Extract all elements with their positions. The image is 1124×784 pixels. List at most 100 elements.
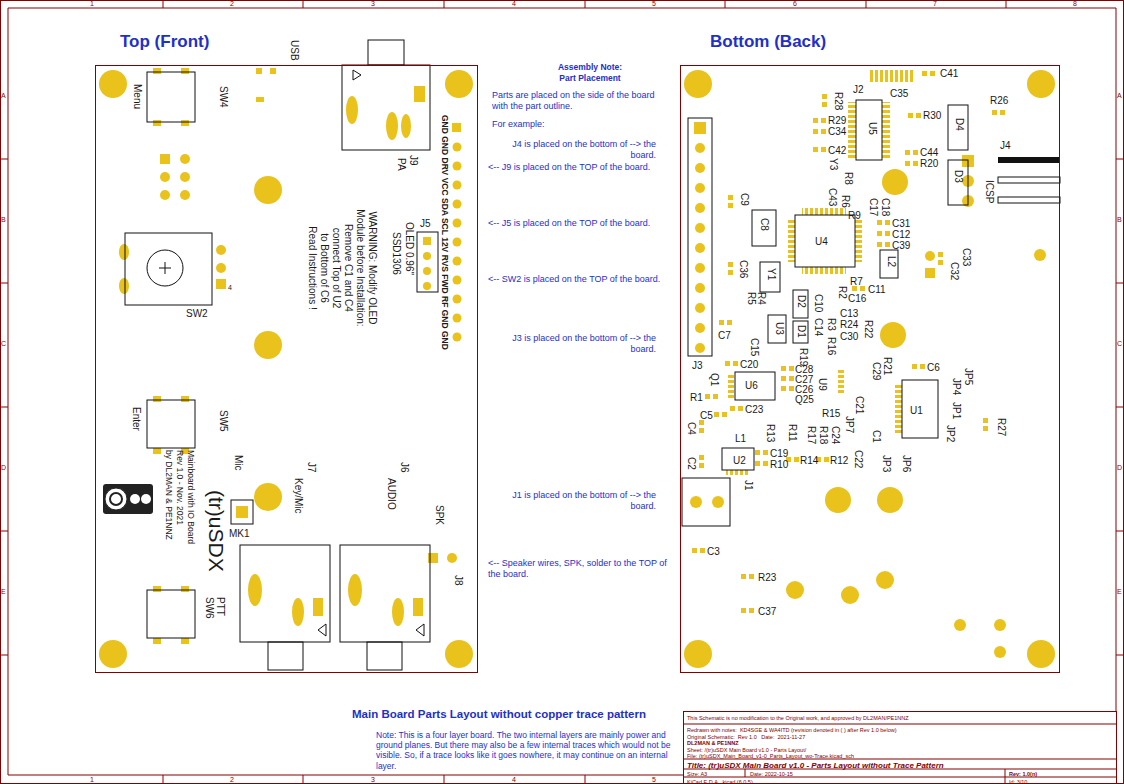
assembly-note: <-- Speaker wires, SPK, solder to the TO… xyxy=(488,558,673,580)
assembly-note: For example: xyxy=(492,119,545,130)
part-label: R22 xyxy=(862,320,874,338)
part-label: C44 xyxy=(920,147,938,159)
part-label: C29 xyxy=(870,362,882,380)
sheet-title: Main Board Parts Layout without copper t… xyxy=(352,708,646,722)
part-label: C8 xyxy=(758,218,770,231)
part-label: J2 xyxy=(853,84,864,96)
part-label: R19 xyxy=(797,348,809,366)
part-label: R4 xyxy=(755,292,767,305)
part-label: JP5 xyxy=(962,368,974,385)
assembly-note: <-- SW2 is placed on the TOP of the boar… xyxy=(488,274,666,285)
part-label: C10 xyxy=(812,294,824,312)
silkscreen-text: J5 xyxy=(420,218,431,230)
silkscreen-text: SW4 xyxy=(217,86,229,108)
silkscreen-text: Module before Installation: xyxy=(354,188,366,348)
part-label: C18 xyxy=(879,198,891,216)
zone-marker: B xyxy=(1,216,6,224)
part-label: JP2 xyxy=(944,425,956,442)
silkscreen-text: by DL2MAN & PE1NNZ xyxy=(164,450,174,540)
part-label: U2 xyxy=(733,455,746,467)
part-label: C34 xyxy=(828,126,846,138)
part-label: R8 xyxy=(842,172,854,185)
part-label: L2 xyxy=(885,256,897,267)
title-block-text: File: (tr)uSDX_Main_Board_v1-0_Parts_Lay… xyxy=(687,753,854,760)
part-label: R23 xyxy=(758,572,776,584)
part-label: R17 xyxy=(805,426,817,444)
part-label: R20 xyxy=(920,158,938,170)
part-label: R14 xyxy=(800,455,818,467)
part-label: Q25 xyxy=(795,394,814,406)
silkscreen-text: Rev 1.0 - Nov. 2021 xyxy=(175,450,185,525)
silkscreen-text: (tr)uSDX xyxy=(204,490,229,572)
part-label: C17 xyxy=(867,198,879,216)
part-label: U9 xyxy=(816,378,828,391)
silkscreen-text: Mic xyxy=(232,455,244,471)
title-block-text: DL2MAN & PE1NNZ xyxy=(687,740,739,747)
zone-marker: 2 xyxy=(230,776,234,784)
zone-marker: A xyxy=(1117,92,1122,100)
part-label: C31 xyxy=(892,218,910,230)
silkscreen-text: 4 xyxy=(228,284,232,292)
part-label: C43 xyxy=(826,188,838,206)
silkscreen-text: MK1 xyxy=(229,528,250,540)
silkscreen-text: AUDIO xyxy=(385,478,397,510)
silkscreen-text: J7 xyxy=(305,462,317,473)
silkscreen-text: USB xyxy=(288,40,300,61)
title-block-text: Title: (tr)uSDX Main Board v1.0 - Parts … xyxy=(687,761,944,771)
part-label: R13 xyxy=(764,424,776,442)
silkscreen-text: PA xyxy=(395,158,407,171)
title-block: This Schematic is no modification to the… xyxy=(683,711,1117,784)
silkscreen-text: to Bottom of C6 xyxy=(318,188,330,348)
silkscreen-text: SW6 xyxy=(203,597,215,619)
silkscreen-text: J6 xyxy=(398,462,410,473)
part-label: C3 xyxy=(707,546,720,558)
zone-marker: 1 xyxy=(90,776,94,784)
title-block-text: Rev: 1.0(n) xyxy=(1009,771,1037,778)
part-label: C32 xyxy=(948,262,960,280)
silkscreen-text: SPK xyxy=(433,505,445,525)
part-label: R10 xyxy=(770,459,788,471)
part-label: R27 xyxy=(995,418,1007,436)
title-block-text: Id: 3/10 xyxy=(1009,779,1027,784)
part-label: C23 xyxy=(745,404,763,416)
zone-marker: 7 xyxy=(933,0,937,8)
part-label: R24 xyxy=(840,319,858,331)
part-label: C7 xyxy=(718,330,731,342)
part-label: C1 xyxy=(870,430,882,443)
part-label: JP7 xyxy=(843,416,855,433)
part-label: U6 xyxy=(745,380,758,392)
part-label: C33 xyxy=(960,248,972,266)
part-label: R9 xyxy=(848,210,861,222)
zone-marker: 1 xyxy=(90,0,94,8)
part-label: D1 xyxy=(795,325,807,338)
title-block-text: This Schematic is no modification to the… xyxy=(687,715,909,722)
part-label: C30 xyxy=(840,331,858,343)
part-label: JP1 xyxy=(950,402,962,419)
zone-marker: B xyxy=(1117,216,1122,224)
zone-marker: 6 xyxy=(793,0,797,8)
title-block-text: Redrawn with notes: KD4SGE & WA4ITD (rev… xyxy=(687,727,897,734)
silkscreen-text: J8 xyxy=(452,575,464,586)
part-label: C9 xyxy=(738,193,750,206)
silkscreen-text: WARNING: Modify OLED xyxy=(366,188,378,348)
zone-marker: 5 xyxy=(652,776,656,784)
board-outline: Bottom (Back) xyxy=(680,65,1060,673)
part-label: C36 xyxy=(737,260,749,278)
part-label: C42 xyxy=(828,145,846,157)
zone-marker: 4 xyxy=(512,0,516,8)
part-label: R28 xyxy=(832,92,844,110)
part-label: R26 xyxy=(990,95,1008,107)
part-label: C5 xyxy=(700,410,713,422)
header-pin xyxy=(998,157,1060,163)
part-label: Q1 xyxy=(708,373,720,386)
sheet-note: Note: This is a four layer board. The tw… xyxy=(376,730,681,771)
silkscreen-text: OLED 0.96" xyxy=(403,222,415,275)
top-pads xyxy=(99,68,473,668)
title-block-text: KiCad E.D.A. kicad (6.0.5) xyxy=(687,779,753,784)
part-label: Y1 xyxy=(765,268,777,280)
part-label: U4 xyxy=(815,236,828,248)
part-label: J4 xyxy=(1000,140,1011,152)
zone-marker: 5 xyxy=(652,0,656,8)
